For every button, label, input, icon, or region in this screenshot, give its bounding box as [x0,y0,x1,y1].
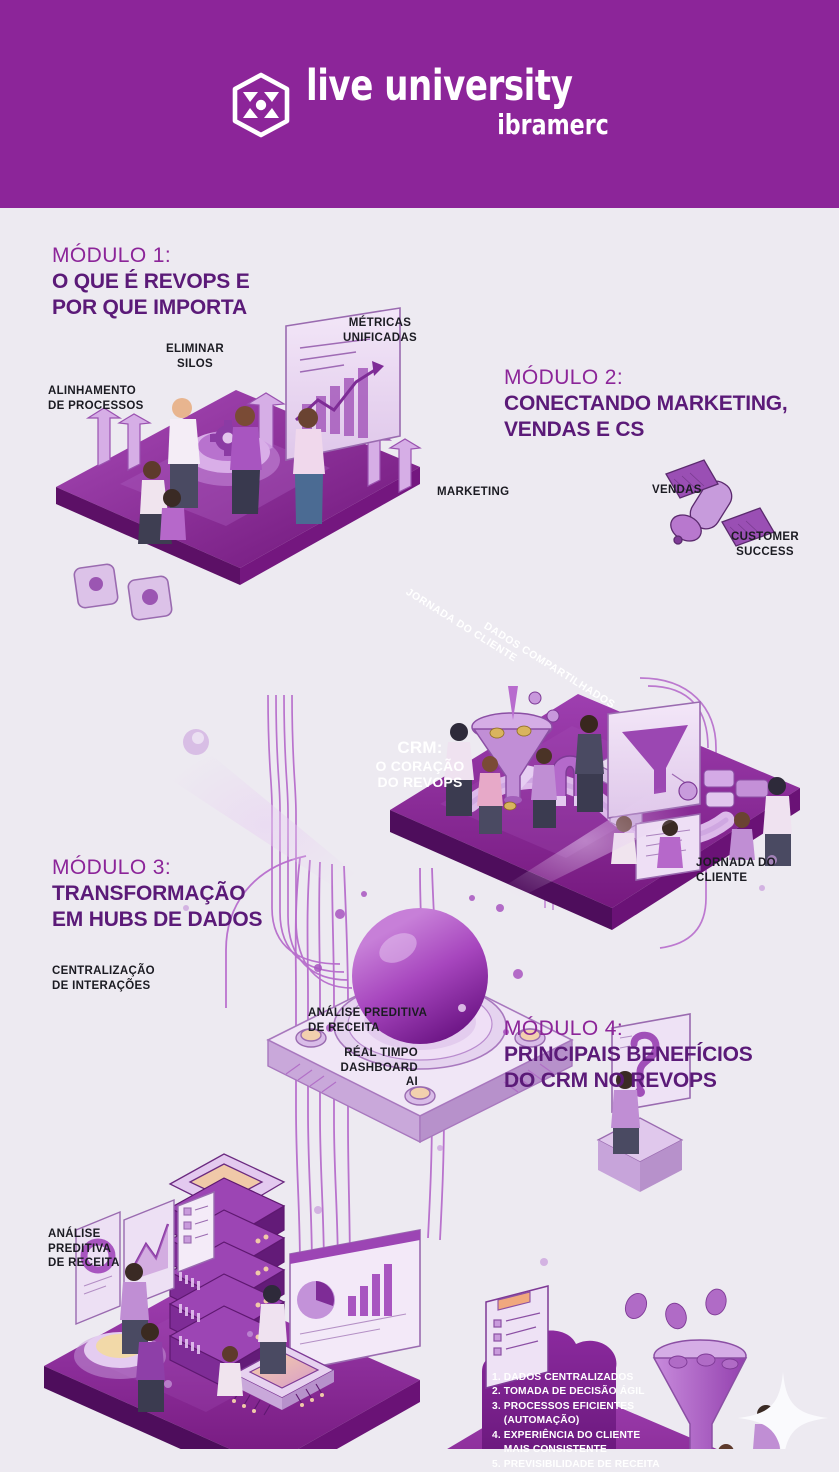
module-2-chat-bubbles [703,769,769,808]
sparkle-star-icon [738,1372,828,1449]
label-analise-preditiva-de-receita-top: ANÁLISE PREDITIVA DE RECEITA [308,1007,428,1034]
benefit-item-2: 2. TOMADA DE DECISÃO ÁGIL [492,1385,677,1399]
module-3-dashboard-screen [289,1229,421,1373]
hub-light-beams [150,729,700,914]
module-3-title: MÓDULO 3: TRANSFORMAÇÃO EM HUBS DE DADOS [52,855,263,932]
module-1-title: MÓDULO 1: O QUE É REVOPS E POR QUE IMPOR… [52,243,250,320]
module-3-people [120,1263,287,1412]
label-marketing: MARKETING [437,486,510,498]
crm-sphere-graphic [314,891,523,1044]
module-1-name-line1: O QUE É REVOPS E [52,270,250,294]
module-1-name-line2: POR QUE IMPORTA [52,295,247,319]
module-4-benefits-list: 1. DADOS CENTRALIZADOS 2. TOMADA DE DECI… [492,1371,677,1472]
benefit-5-text: PREVISIBILIDADE DE RECEITA [503,1458,660,1470]
benefit-4-text: EXPERIÊNCIA DO CLIENTE MAIS CONSISTENTE [503,1429,641,1456]
benefit-item-5: 5. PREVISIBILIDADE DE RECEITA [492,1458,677,1472]
label-centralizacao-de-interacoes: CENTRALIZAÇÃO DE INTERAÇÕES [52,965,155,992]
module-3-kicker: MÓDULO 3: [52,856,172,879]
benefit-2-text: TOMADA DE DECISÃO ÁGIL [503,1386,645,1398]
module-4-kicker: MÓDULO 4: [504,1017,624,1040]
benefit-1-text: DADOS CENTRALIZADOS [503,1372,634,1383]
module-3-name-line1: TRANSFORMAÇÃO [52,882,246,906]
benefit-5-number: 5. [492,1458,501,1470]
label-customer-success: CUSTOMER SUCCESS [731,531,799,558]
module-4-name-line2: DO CRM NO REVOPS [504,1068,717,1092]
module-1-people [138,398,325,544]
cube-logo-icon [230,72,292,143]
module-2-funnel [471,686,560,811]
benefit-item-3: 3. PROCESSOS EFICIENTES (AUTOMAÇÃO) [492,1400,677,1429]
brand-subname: ibramerc [497,108,609,142]
page-header: live university ibramerc [0,0,839,208]
benefit-3-number: 3. [492,1400,501,1412]
module-2-title: MÓDULO 2: CONECTANDO MARKETING, VENDAS E… [504,365,788,442]
label-metricas-unificadas: MÉTRICAS UNIFICADAS [343,317,417,344]
module-2-people [444,715,792,868]
infographic-canvas: MÓDULO 1: O QUE É REVOPS E POR QUE IMPOR… [0,208,839,1470]
benefit-3-text: PROCESSOS EFICIENTES (AUTOMAÇÃO) [503,1400,635,1427]
module-4-clipboard [485,1285,549,1389]
label-jornada-do-cliente: JORNADA DO CLIENTE [696,857,776,884]
module-1-tablet-icons [73,563,173,621]
jornada-screen [596,1013,691,1192]
module-4-name-line1: PRINCIPAIS BENEFÍCIOS [504,1043,753,1067]
module-1-arrows [85,392,422,493]
label-eliminar-silos: ELIMINAR SILOS [166,343,224,370]
module-4-funnel [624,1288,748,1449]
module-4-title: MÓDULO 4: PRINCIPAIS BENEFÍCIOS DO CRM N… [504,1016,753,1093]
satellite-icon [665,459,775,547]
benefit-2-number: 2. [492,1386,501,1398]
brand-logo: live university ibramerc [230,60,609,143]
label-analise-preditiva-de-receita-bottom: ANÁLISE PREDITIVA DE RECEITA [48,1228,120,1270]
label-alinhamento-de-processos: ALINHAMENTO DE PROCESSOS [48,385,144,412]
module-2-kicker: MÓDULO 2: [504,366,624,389]
label-real-timpo-dashboard-ai: RÉAL TIMPO DASHBOARD AI [340,1047,418,1089]
module-1-kicker: MÓDULO 1: [52,244,172,267]
benefit-1-number: 1. [492,1372,501,1383]
illustration-artwork [44,307,828,1449]
decor-dots [164,855,777,1388]
benefit-item-1: 1. DADOS CENTRALIZADOS [492,1371,677,1385]
module-3-panels [75,1190,215,1326]
benefit-item-4: 4. EXPERIÊNCIA DO CLIENTE MAIS CONSISTEN… [492,1429,677,1458]
brand-name: live university [306,60,573,111]
label-vendas: VENDAS [652,484,702,496]
benefit-4-number: 4. [492,1429,501,1441]
module-2-sales-screen [607,701,701,819]
module-2-name-line1: CONECTANDO MARKETING, [504,392,788,416]
module-3-name-line2: EM HUBS DE DADOS [52,907,263,931]
module-2-name-line2: VENDAS E CS [504,417,645,441]
